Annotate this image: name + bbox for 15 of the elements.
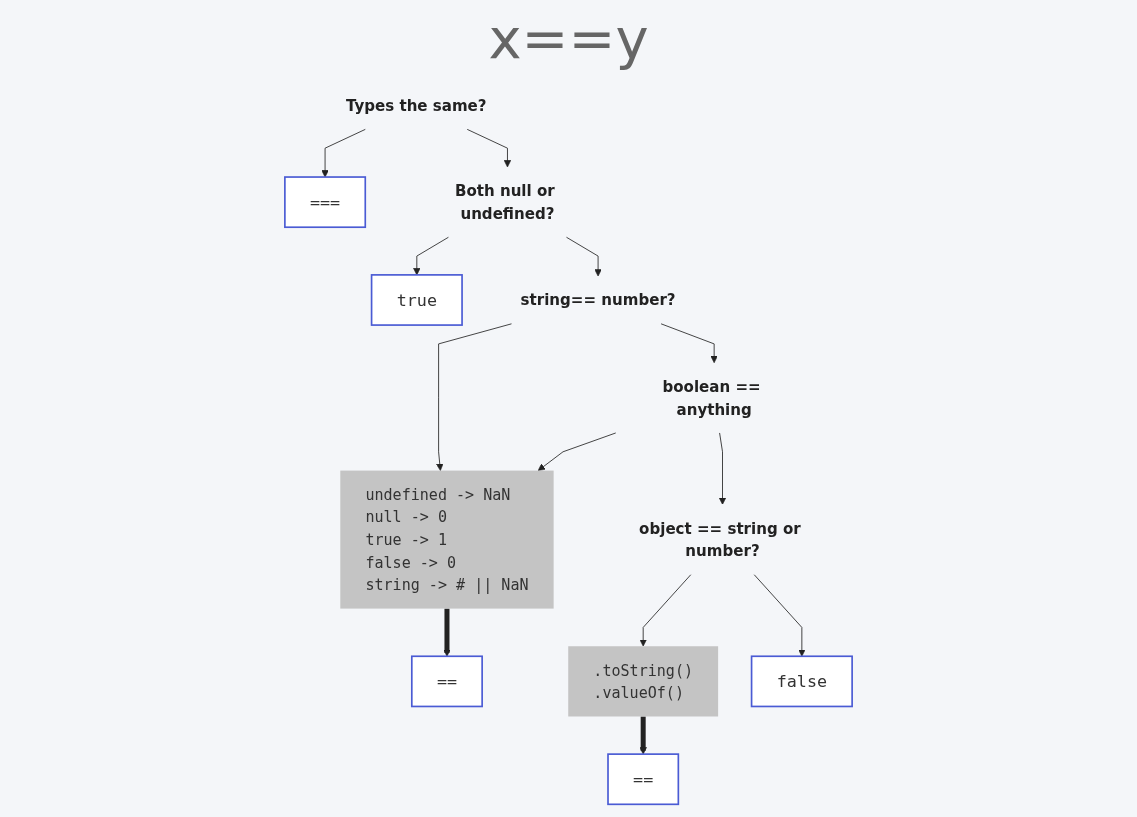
node-text: Both null or undefined? [454,182,555,223]
diagram-title: x==y [488,6,649,71]
node-text: boolean == anything [662,377,761,418]
node-text: string== number? [520,291,676,309]
node-box: === [284,176,367,229]
arrow [639,716,647,755]
node-box: == [410,655,483,708]
node-box: false [750,655,853,708]
arrow [443,608,451,657]
node-text: Types the same? [345,96,487,115]
node-box: undefined -> NaN null -> 0 true -> 1 false -> 0 string -> # || NaN [340,470,554,609]
node-box: true [370,274,463,326]
node-box: == [607,753,680,806]
node-box: .toString() .valueOf() [568,646,719,717]
node-text: object == string or number? [639,519,801,560]
